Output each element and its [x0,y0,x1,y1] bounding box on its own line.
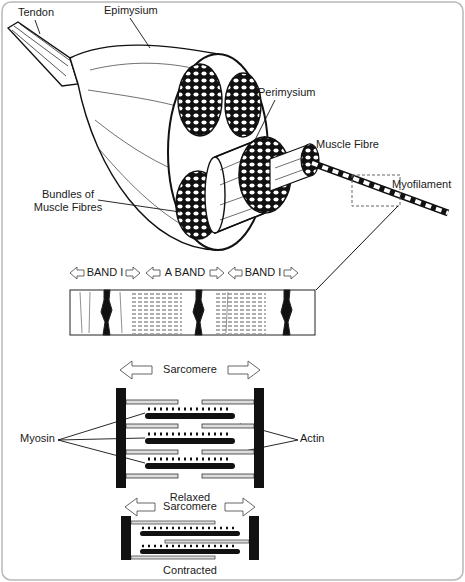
contracted-sarcomere-part [165,540,249,543]
part-label: Perimysium [258,86,315,99]
striated-fibre-strip [70,290,315,335]
sarcomere-label: Sarcomere [150,363,230,376]
contracted-sarcomere-part [131,521,215,524]
sarcomere-arrows-part [120,361,152,379]
relaxed-sarcomere-part [126,424,178,428]
sarcomere-arrows-part [225,498,255,516]
part-label: Bundles of Muscle Fibres [28,188,108,214]
contracted-sarcomere-part [131,556,215,559]
striated-fibre-strip-part [193,290,204,335]
filament-label: Myosin [20,432,55,445]
striated-fibre-strip-part [281,290,292,335]
part-label: Muscle Fibre [316,138,379,151]
relaxed-sarcomere-part [126,400,178,404]
sarcomere-arrows-part [125,498,155,516]
relaxed-sarcomere-part [148,433,232,436]
relaxed-sarcomere-part [126,450,178,454]
part-label: Tendon [18,6,54,19]
relaxed-sarcomere-part [145,413,235,419]
muscle-belly-part [12,24,72,76]
contracted-sarcomere-part [142,545,238,548]
contracted-sarcomere-part [249,516,259,560]
filament-label: Actin [300,432,324,445]
relaxed-sarcomere-part [202,450,254,454]
relaxed-sarcomere-part [126,474,178,478]
part-label: Myofilament [392,178,451,191]
leader-lines-part [98,200,180,212]
part-label: Epimysium [104,4,158,17]
relaxed-sarcomere [116,388,264,488]
band-arrows-part [210,267,224,279]
muscle-belly [8,22,268,250]
sarcomere-arrows-part [228,361,260,379]
striated-fibre-strip-part [70,290,315,335]
striated-fibre-strip-part [101,290,112,335]
relaxed-sarcomere-part [148,458,232,461]
contracted-sarcomere-part [140,531,240,536]
leader-lines-part [35,20,40,34]
band-arrows [70,267,298,279]
sarcomere-label: Sarcomere [150,500,230,513]
band-arrows-part [228,267,242,279]
leader-lines-part [255,100,275,140]
relaxed-sarcomere-part [202,474,254,478]
band-arrows-part [284,267,298,279]
contracted-sarcomere-part [140,549,240,554]
myofilament-rod-part [316,206,398,290]
relaxed-sarcomere-part [202,400,254,404]
band-arrows-part [70,267,84,279]
relaxed-sarcomere-part [254,388,264,488]
band-label: A BAND [162,266,208,279]
band-arrows-part [126,267,140,279]
band-arrows-part [146,267,160,279]
band-label: BAND I [244,266,282,279]
sarcomere-arrows [120,361,260,516]
fascicle-part [205,157,225,233]
relaxed-sarcomere-part [202,424,254,428]
leader-lines-part [130,18,150,48]
contracted-sarcomere-part [142,527,238,530]
striated-fibre-strip-part [214,291,266,334]
band-label: BAND I [86,266,124,279]
leader-lines-part [58,413,145,463]
relaxed-sarcomere-part [145,438,235,444]
contracted-sarcomere-part [121,516,131,560]
muscle-fibre [270,144,319,191]
relaxed-sarcomere-part [148,408,232,411]
muscle-belly-part [178,64,222,136]
relaxed-sarcomere-part [116,388,126,488]
relaxed-sarcomere-part [145,463,235,469]
contracted-sarcomere [121,516,259,560]
muscle-belly-part [8,22,78,86]
striated-fibre-strip-part [132,291,182,334]
state-label: Contracted [140,564,240,577]
muscle-belly-part [225,73,261,137]
